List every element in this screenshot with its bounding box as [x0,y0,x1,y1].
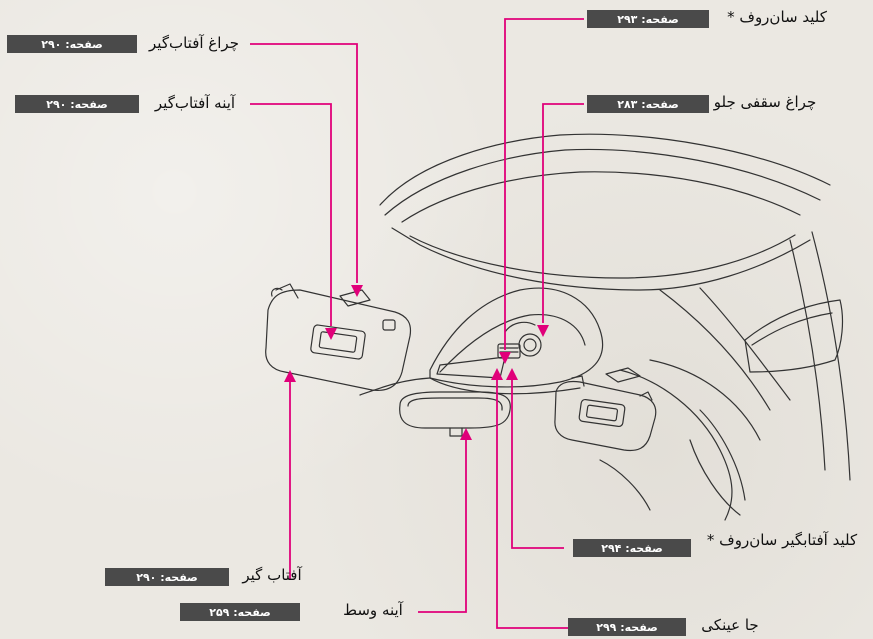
callout-label-sunshade-switch: کلید آفتابگیر سان‌روف * [706,531,858,549]
callout-label-sunvisor-light: چراغ آفتاب‌گیر [149,34,239,52]
callout-label-front-dome-light: چراغ سقفی جلو [713,93,817,111]
page-badge-sunroof-switch: صفحه: ۲۹۳ [587,10,709,28]
page-badge-front-dome-light: صفحه: ۲۸۳ [587,95,709,113]
callout-label-vanity-mirror: آینه آفتاب‌گیر [154,94,236,112]
callout-label-sun-visor: آفتاب گیر [242,566,302,584]
callout-label-sunroof-switch: کلید سان‌روف * [727,8,827,26]
page-badge-sunvisor-light: صفحه: ۲۹۰ [7,35,137,53]
callout-label-glasses-holder: جا عینکی [701,616,759,634]
callout-label-rearview-mirror: آینه وسط [343,601,403,619]
page-badge-sun-visor: صفحه: ۲۹۰ [105,568,229,586]
page-badge-sunshade-switch: صفحه: ۲۹۴ [573,539,691,557]
page-badge-glasses-holder: صفحه: ۲۹۹ [568,618,686,636]
page-badge-rearview-mirror: صفحه: ۲۵۹ [180,603,300,621]
page-badge-vanity-mirror: صفحه: ۲۹۰ [15,95,139,113]
